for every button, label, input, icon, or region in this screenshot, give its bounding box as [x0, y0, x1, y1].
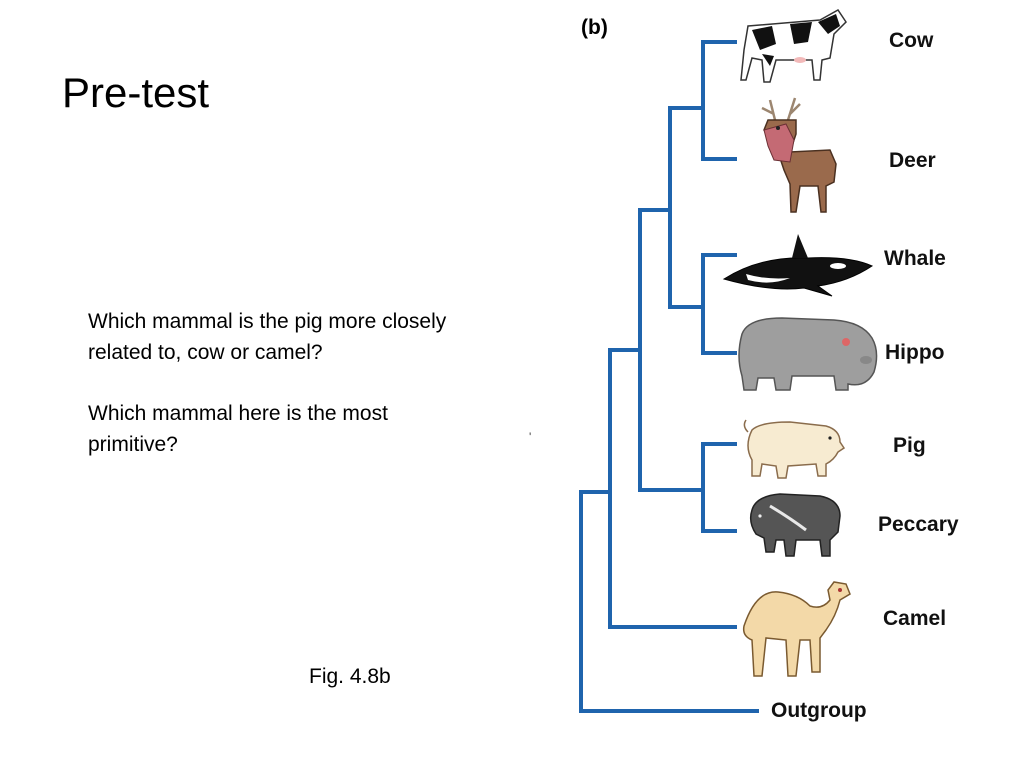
branch-inner-split — [638, 208, 705, 492]
peccary-icon — [749, 493, 841, 557]
branch-root-outgroup — [579, 490, 759, 713]
taxon-label-peccary: Peccary — [878, 513, 959, 536]
whale-icon — [722, 234, 874, 297]
pig-icon — [743, 419, 846, 479]
stray-mark: ' — [529, 430, 532, 444]
slide-title: Pre-test — [62, 69, 210, 116]
branch-upper-split — [668, 106, 705, 309]
taxon-label-cow: Cow — [889, 29, 934, 52]
taxon-label-deer: Deer — [889, 149, 936, 172]
taxon-label-outgroup: Outgroup — [771, 699, 867, 722]
question-2: Which mammal here is the most primitive? — [88, 402, 388, 456]
taxon-label-camel: Camel — [883, 607, 946, 630]
cow-icon — [740, 9, 847, 83]
deer-icon — [761, 97, 837, 213]
hippo-icon — [738, 317, 878, 391]
taxon-label-hippo: Hippo — [885, 341, 944, 364]
taxon-label-whale: Whale — [884, 247, 946, 270]
question-1: Which mammal is the pig more closely rel… — [88, 310, 447, 364]
question-block: Which mammal is the pig more closely rel… — [88, 306, 448, 460]
panel-label: (b) — [581, 16, 608, 39]
tree-branches — [579, 40, 759, 713]
taxon-label-pig: Pig — [893, 434, 926, 457]
figure-caption: Fig. 4.8b — [309, 665, 391, 688]
camel-icon — [742, 581, 851, 677]
branch-camel — [608, 348, 737, 629]
